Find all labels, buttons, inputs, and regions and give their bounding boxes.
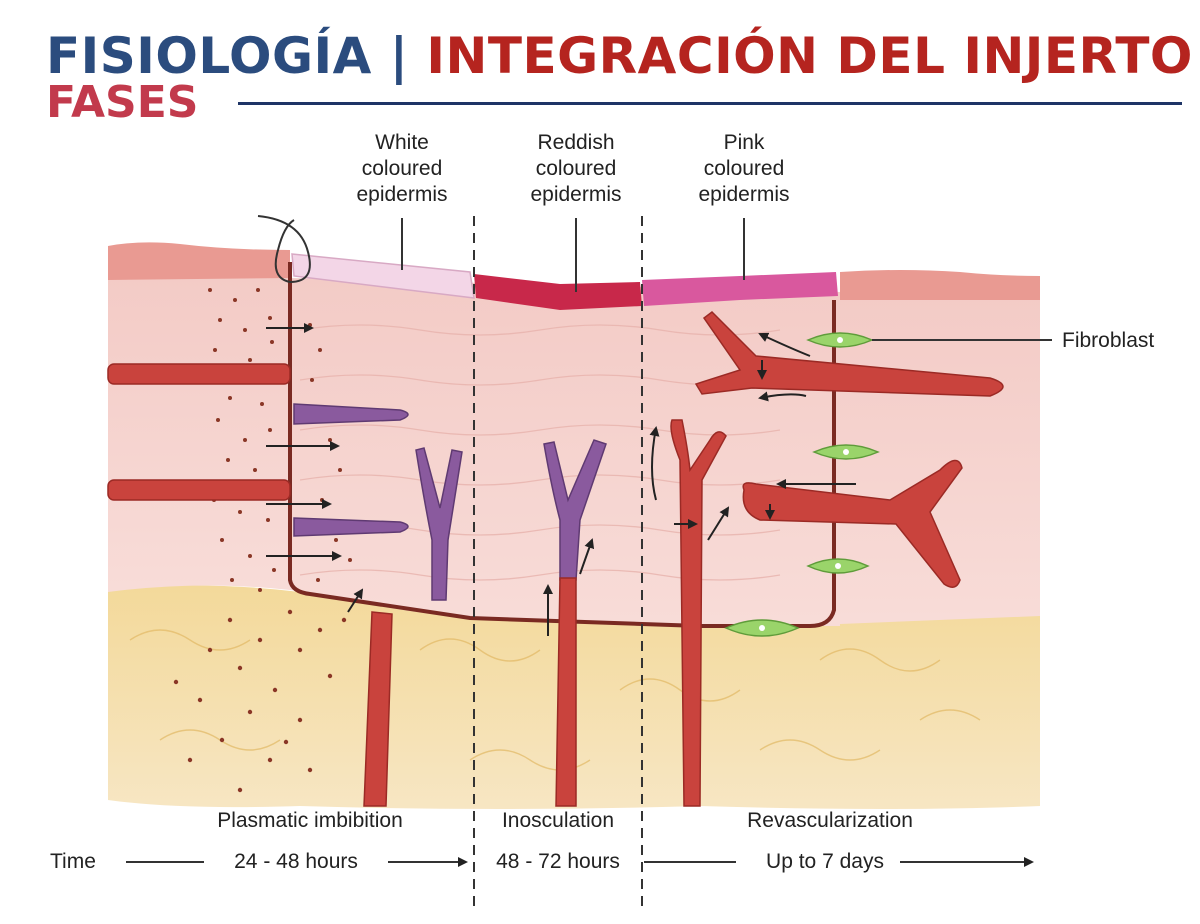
title-part-physiology: FISIOLOGÍA [46, 27, 372, 85]
phase-time-inosculation: 48 - 72 hours [496, 850, 620, 873]
host-vessels-deep [363, 419, 727, 807]
fibroblasts [724, 332, 880, 637]
phase-dividers [473, 216, 643, 910]
label-white-epidermis: White coloured epidermis [356, 131, 448, 206]
page-title: FISIOLOGÍA | INTEGRACIÓN DEL INJERTO [46, 26, 1193, 86]
reddish-epidermis-band [474, 274, 642, 310]
page-subtitle: FASES [46, 77, 199, 128]
label-pink-epidermis: Pink coloured epidermis [698, 131, 790, 206]
phase-name-revascularization: Revascularization [747, 809, 913, 832]
host-vessels-left [107, 363, 291, 501]
label-fibroblast: Fibroblast [1062, 329, 1155, 352]
phase-name-plasmatic-imbibition: Plasmatic imbibition [217, 809, 403, 832]
suture [257, 215, 311, 284]
flow-arrows [266, 323, 856, 636]
label-leaders [401, 218, 1052, 341]
label-reddish-epidermis: Reddish coloured epidermis [530, 131, 622, 206]
header-divider [238, 102, 1182, 105]
phase-time-revascularization: Up to 7 days [766, 850, 884, 873]
phase-name-inosculation: Inosculation [501, 809, 615, 832]
graft-border [288, 262, 836, 628]
graft-vessels-purple [293, 403, 607, 601]
host-dermis-left [108, 242, 290, 592]
timeline-label: Time [50, 850, 96, 873]
pink-epidermis-band [642, 272, 838, 306]
new-vessels-revascularization [694, 311, 1004, 588]
title-part-graft-integration: INTEGRACIÓN DEL INJERTO [426, 27, 1193, 85]
phase-time-plasmatic-imbibition: 24 - 48 hours [234, 850, 358, 873]
white-epidermis-band [291, 253, 475, 299]
title-separator: | [389, 27, 409, 85]
